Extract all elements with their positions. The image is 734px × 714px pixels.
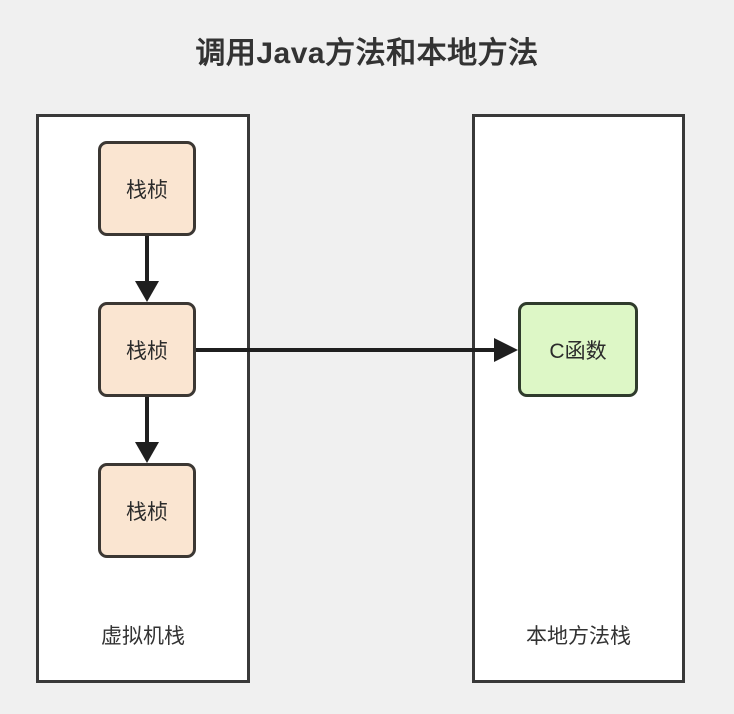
page-title: 调用Java方法和本地方法 bbox=[195, 37, 539, 70]
stack-frame-box-3: 栈桢 bbox=[98, 463, 196, 558]
stack-frame-box-1: 栈桢 bbox=[98, 141, 196, 236]
c-function-label: C函数 bbox=[549, 339, 607, 363]
stack-frame-label-2: 栈桢 bbox=[126, 339, 168, 363]
c-function-box: C函数 bbox=[518, 302, 638, 397]
stack-frame-box-2: 栈桢 bbox=[98, 302, 196, 397]
stack-frame-label-3: 栈桢 bbox=[126, 500, 168, 524]
native-stack-label: 本地方法栈 bbox=[526, 625, 631, 648]
vm-stack-label: 虚拟机栈 bbox=[101, 625, 185, 648]
stack-frame-label-1: 栈桢 bbox=[126, 178, 168, 202]
native-stack-container bbox=[472, 114, 685, 683]
